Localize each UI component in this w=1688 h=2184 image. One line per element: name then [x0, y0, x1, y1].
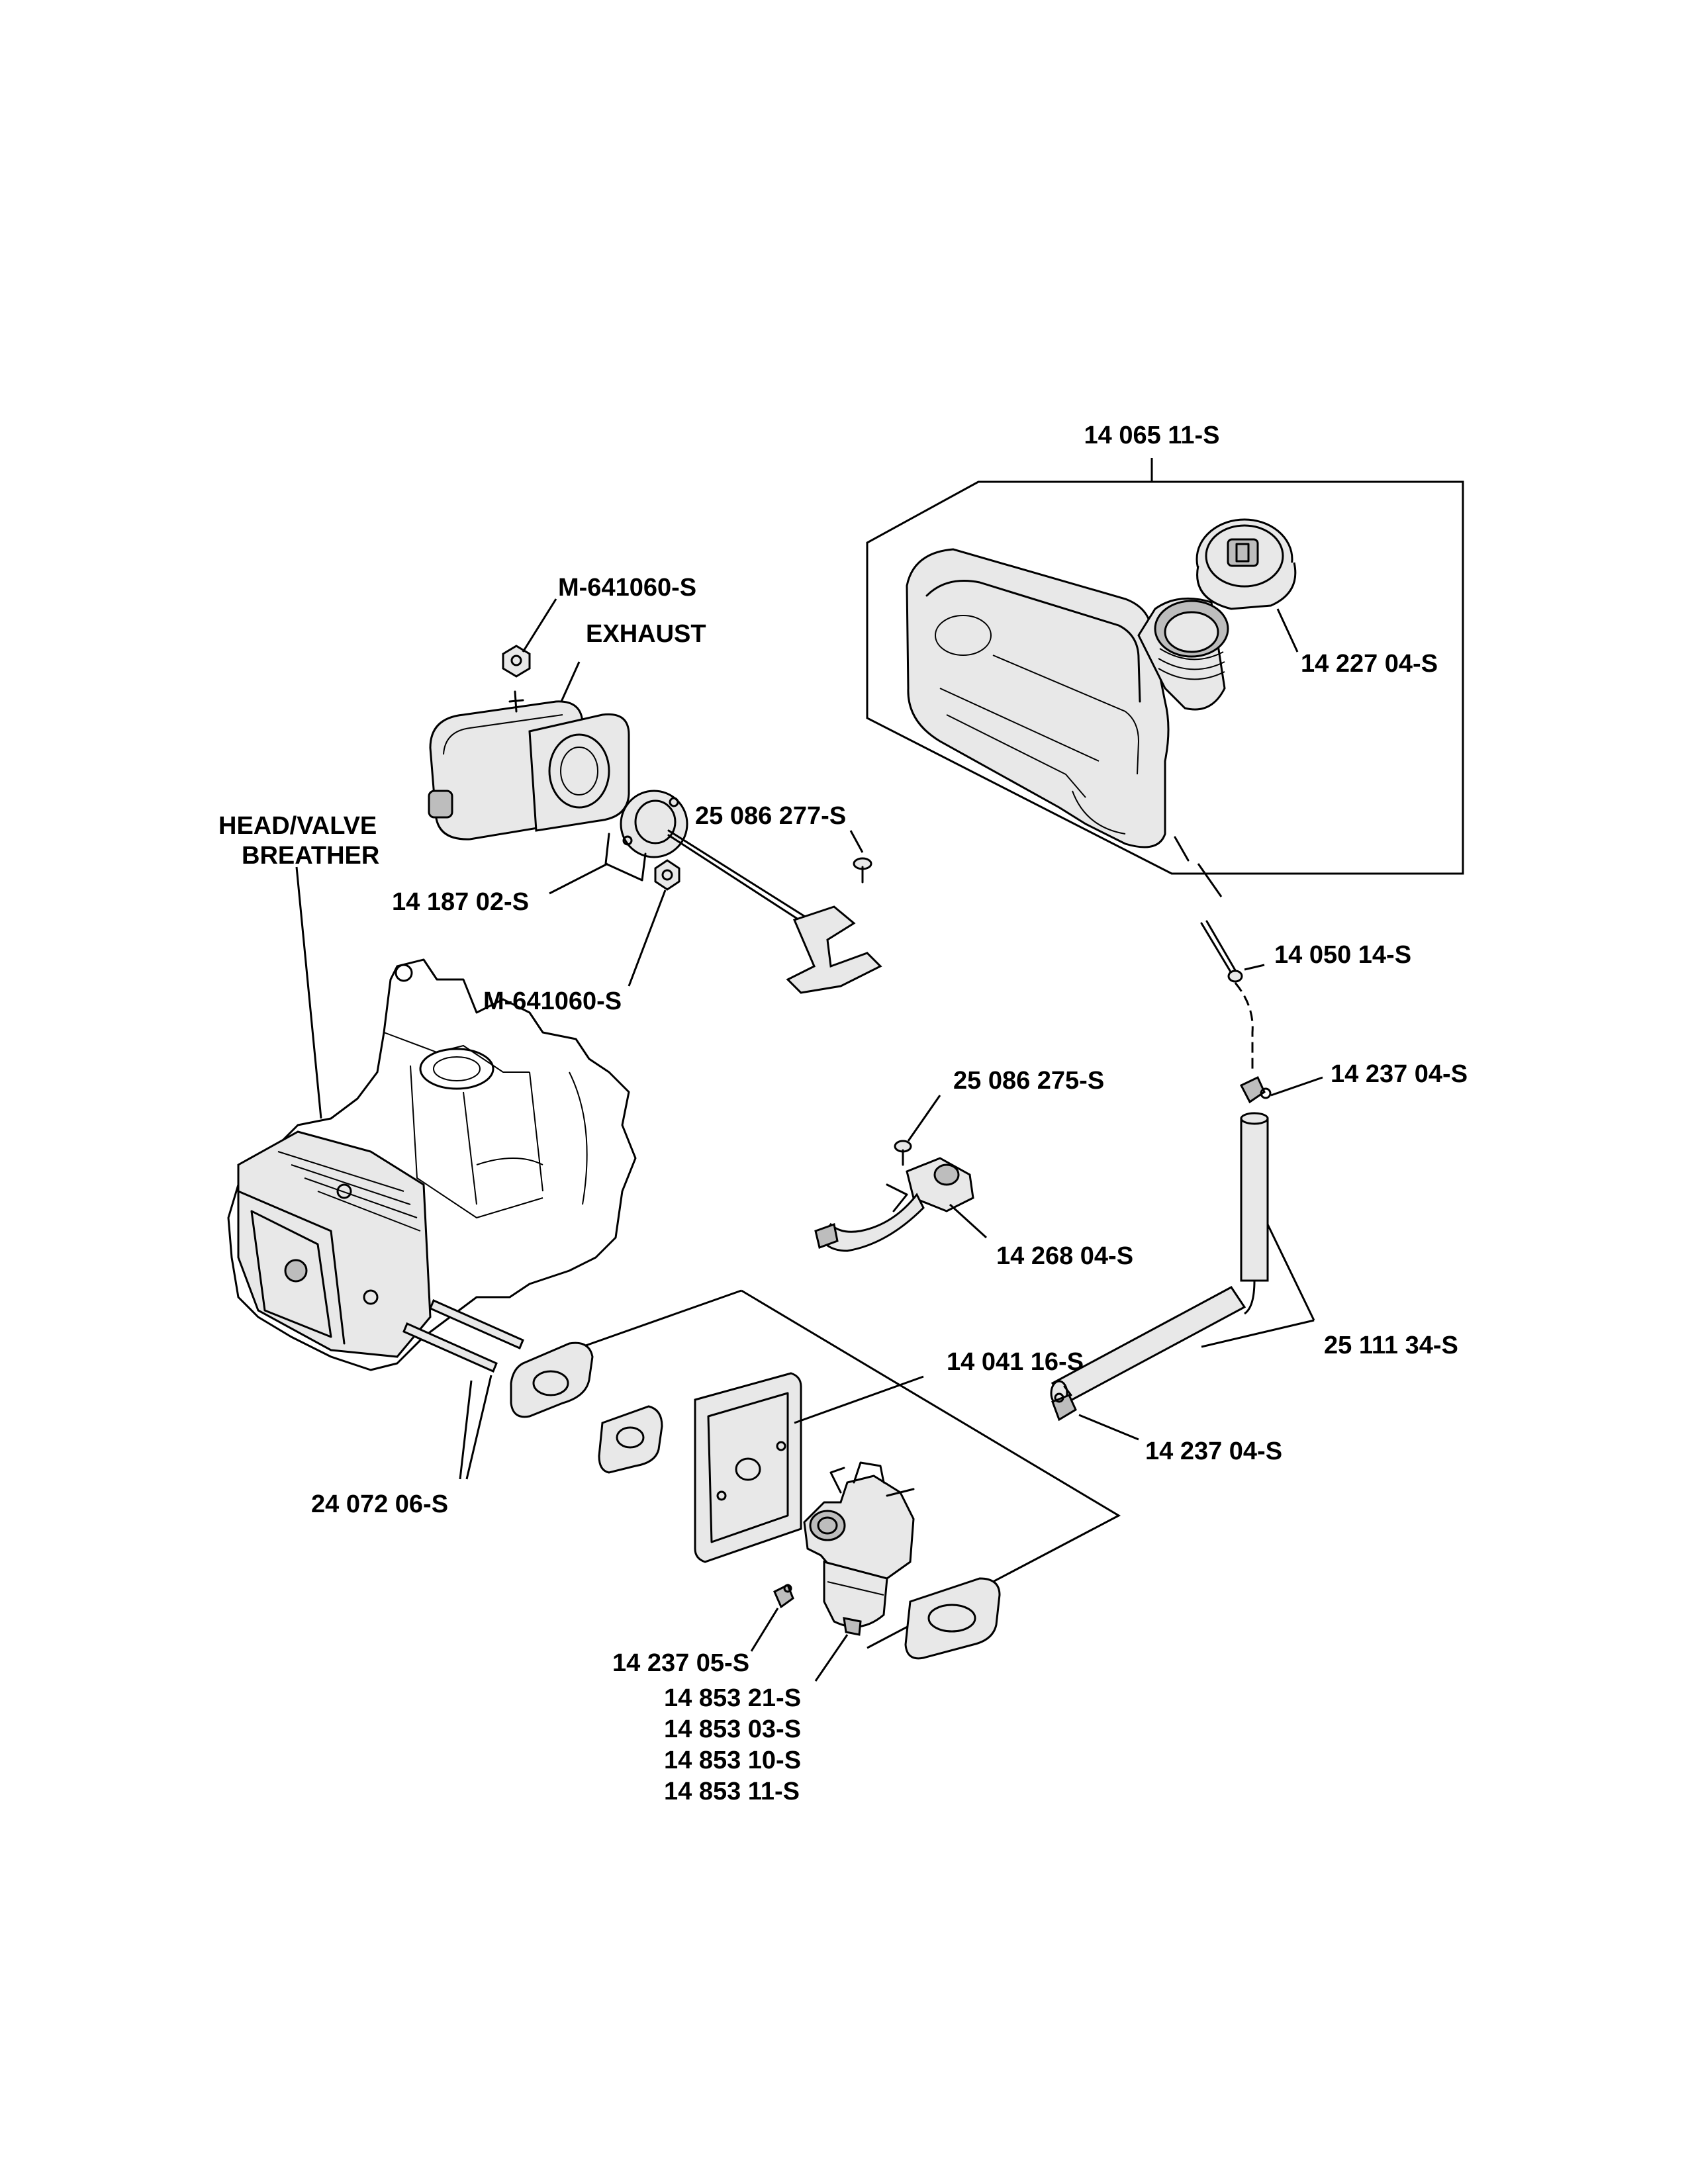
fuel-line-diagonal-icon — [1050, 1286, 1246, 1406]
label-insulator-plate: 14 041 16-S — [947, 1348, 1084, 1376]
stud-icon — [429, 1299, 524, 1349]
carburetor-group — [510, 1289, 1121, 1682]
breather-tube-icon — [814, 1157, 974, 1252]
insulator-plate-icon — [694, 1372, 802, 1563]
fuel-filter-icon — [1200, 920, 1243, 983]
choke-link-icon — [667, 829, 882, 994]
label-clamp-upper: 14 237 04-S — [1331, 1060, 1468, 1088]
label-fuel-filter: 14 050 14-S — [1274, 941, 1411, 969]
upper-clamp-group — [1239, 1075, 1323, 1104]
muffler-guard-icon — [604, 790, 688, 882]
carburetor-icon — [803, 1461, 915, 1636]
fuel-filter-group — [1197, 863, 1265, 1072]
lower-clamp-group — [1051, 1385, 1139, 1441]
label-fuel-line: 25 111 34-S — [1324, 1332, 1458, 1359]
label-exhaust: EXHAUST — [586, 620, 706, 648]
label-fuel-tank-assembly: 14 065 11-S — [1084, 422, 1220, 449]
screw-icon — [853, 857, 872, 884]
fuel-tank-group — [866, 458, 1464, 875]
clamp-icon — [1051, 1385, 1077, 1422]
label-breather-tube: 14 268 04-S — [996, 1242, 1133, 1270]
gasket-icon — [904, 1577, 1001, 1660]
label-screw-275: 25 086 275-S — [953, 1067, 1104, 1095]
callout-labels: 14 065 11-S 14 227 04-S M-641060-S EXHAU… — [218, 422, 1468, 1805]
studs-group — [402, 1299, 524, 1480]
clamp-icon — [1239, 1075, 1272, 1104]
clamp-icon — [773, 1583, 794, 1609]
spacer-icon — [598, 1405, 663, 1474]
fuel-tank-icon — [906, 548, 1229, 848]
fuel-cap-icon — [1196, 518, 1297, 610]
fuel-line-group — [1050, 1112, 1315, 1406]
label-carburetor-option: 14 853 11-S — [664, 1778, 800, 1805]
label-nut-exhaust-bottom: M-641060-S — [483, 987, 622, 1015]
muffler-icon — [428, 690, 630, 841]
label-carburetor-option: 14 853 21-S — [664, 1684, 801, 1712]
label-carburetor-option: 14 853 03-S — [664, 1715, 801, 1743]
label-clamp-carb: 14 237 05-S — [612, 1649, 749, 1677]
gasket-icon — [510, 1342, 594, 1418]
label-breather: BREATHER — [242, 842, 379, 870]
label-studs: 24 072 06-S — [311, 1490, 448, 1518]
fuel-line-vertical-icon — [1240, 1112, 1269, 1282]
label-screw-277: 25 086 277-S — [695, 802, 846, 830]
label-clamp-lower: 14 237 04-S — [1145, 1437, 1282, 1465]
label-carburetor-option: 14 853 10-S — [664, 1747, 801, 1774]
breather-group — [814, 1095, 988, 1252]
label-fuel-cap: 14 227 04-S — [1301, 650, 1438, 678]
nut-icon — [502, 645, 531, 678]
label-head-valve: HEAD/VALVE — [218, 812, 377, 840]
label-nut-exhaust-top: M-641060-S — [558, 574, 696, 602]
nut-icon — [654, 859, 680, 891]
screw-icon — [894, 1140, 912, 1166]
stud-icon — [402, 1322, 498, 1373]
label-muffler-bracket: 14 187 02-S — [392, 888, 529, 916]
engine-group — [227, 866, 637, 1371]
engine-block-icon — [227, 958, 637, 1371]
exhaust-group — [428, 598, 882, 994]
